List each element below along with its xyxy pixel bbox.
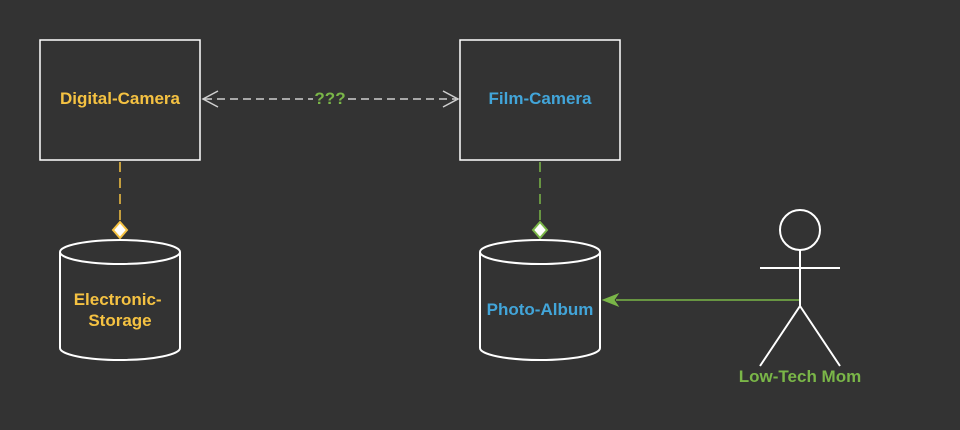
photo-album-cylinder-icon (479, 239, 601, 361)
stick-figure-icon (759, 209, 841, 367)
electronic-storage-label-line2: Storage (88, 311, 151, 330)
film-camera-label: Film-Camera (489, 89, 593, 108)
low-tech-mom-label: Low-Tech Mom (739, 367, 861, 386)
digital-to-storage-edge[interactable] (111, 162, 129, 240)
electronic-storage-cylinder-icon (59, 239, 181, 361)
film-camera-node[interactable]: Film-Camera (459, 39, 621, 161)
diamond-end-icon (531, 220, 549, 240)
arrowhead-left-icon (201, 90, 219, 108)
arrowhead-right-icon (442, 90, 460, 108)
film-camera-box (459, 39, 621, 161)
electronic-storage-node[interactable]: Electronic- Storage (59, 239, 181, 361)
photo-album-node[interactable]: Photo-Album (479, 239, 601, 361)
electronic-storage-rim (59, 251, 181, 265)
mom-to-album-edge[interactable] (601, 292, 800, 308)
cameras-link-edge[interactable]: ??? (201, 89, 460, 108)
electronic-storage-label: Electronic- Storage (74, 290, 167, 330)
diamond-end-icon (111, 220, 129, 240)
low-tech-mom-node[interactable]: Low-Tech Mom (739, 209, 861, 386)
digital-camera-box (39, 39, 201, 161)
film-to-album-edge[interactable] (531, 162, 549, 240)
electronic-storage-label-line1: Electronic- (74, 290, 162, 309)
photo-album-rim (479, 251, 601, 265)
arrowhead-left-icon (601, 292, 620, 308)
digital-camera-label: Digital-Camera (60, 89, 181, 108)
photo-album-label: Photo-Album (487, 300, 594, 319)
digital-camera-node[interactable]: Digital-Camera (39, 39, 201, 161)
cameras-link-label: ??? (314, 89, 345, 108)
